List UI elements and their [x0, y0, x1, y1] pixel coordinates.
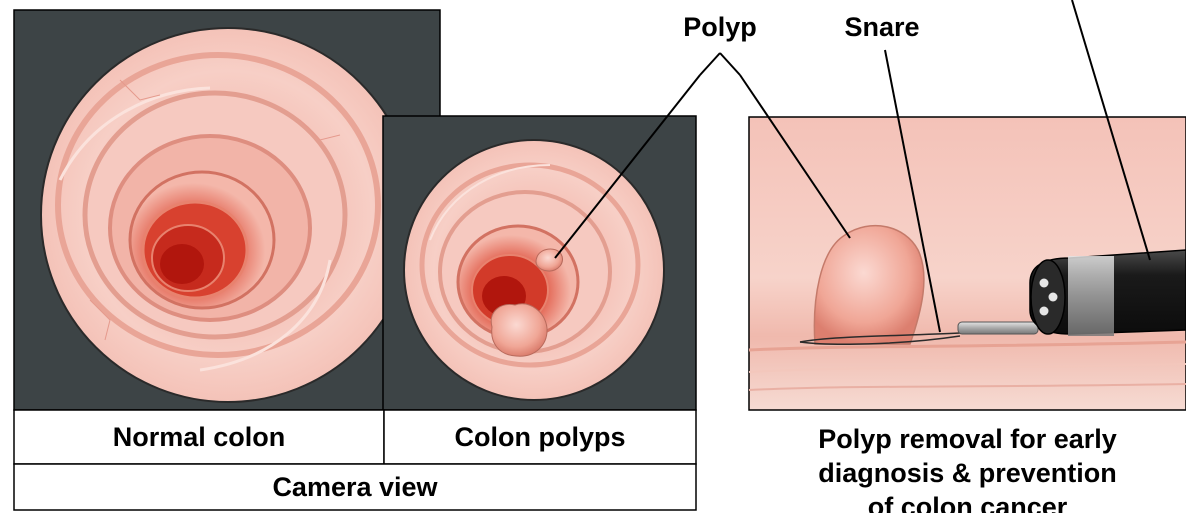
- polyp-removal-caption: Polyp removal for early diagnosis & prev…: [749, 423, 1186, 513]
- normal-colon-panel: [14, 10, 440, 410]
- snare-label: Snare: [826, 12, 938, 43]
- colon-polyps-panel: [383, 116, 696, 410]
- normal-colon-caption: Normal colon: [14, 421, 384, 453]
- removal-caption-line1: Polyp removal for early: [749, 423, 1186, 455]
- removal-caption-line3: of colon cancer: [749, 491, 1186, 513]
- polyp-label: Polyp: [664, 12, 776, 43]
- removal-caption-line2: diagnosis & prevention: [749, 457, 1186, 489]
- camera-view-caption: Camera view: [14, 471, 696, 503]
- colon-polyps-caption: Colon polyps: [384, 421, 696, 453]
